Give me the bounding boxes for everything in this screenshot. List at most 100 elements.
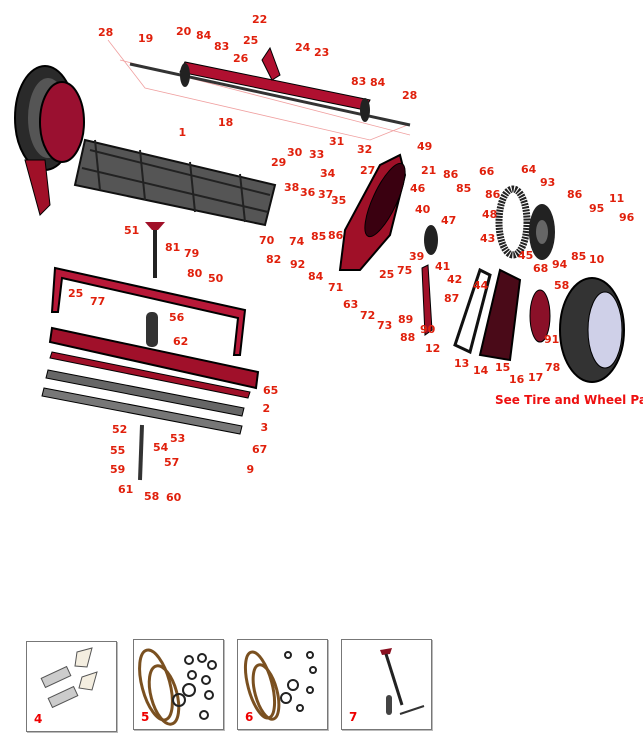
callout-75[interactable]: 75 — [397, 264, 413, 277]
callout-18[interactable]: 18 — [218, 116, 234, 129]
callout-11[interactable]: 11 — [609, 192, 625, 205]
callout-96[interactable]: 96 — [619, 211, 635, 224]
inset-kit-7[interactable]: 7 — [341, 639, 432, 730]
callout-23[interactable]: 23 — [314, 46, 330, 59]
callout-74[interactable]: 74 — [289, 235, 305, 248]
callout-83[interactable]: 83 — [214, 40, 230, 53]
callout-65[interactable]: 65 — [263, 384, 279, 397]
callout-57[interactable]: 57 — [164, 456, 180, 469]
callout-85[interactable]: 85 — [311, 230, 327, 243]
callout-14[interactable]: 14 — [473, 364, 489, 377]
callout-30[interactable]: 30 — [287, 146, 303, 159]
callout-67[interactable]: 67 — [252, 443, 268, 456]
callout-89[interactable]: 89 — [398, 313, 414, 326]
callout-22[interactable]: 22 — [252, 13, 268, 26]
callout-17[interactable]: 17 — [528, 371, 544, 384]
callout-58[interactable]: 58 — [144, 490, 160, 503]
callout-68[interactable]: 68 — [533, 262, 549, 275]
callout-87[interactable]: 87 — [444, 292, 460, 305]
callout-63[interactable]: 63 — [343, 298, 359, 311]
callout-55[interactable]: 55 — [110, 444, 126, 457]
callout-84[interactable]: 84 — [370, 76, 386, 89]
callout-29[interactable]: 29 — [271, 156, 287, 169]
callout-37[interactable]: 37 — [318, 188, 334, 201]
callout-9[interactable]: 9 — [246, 463, 255, 476]
callout-53[interactable]: 53 — [170, 432, 186, 445]
callout-50[interactable]: 50 — [208, 272, 224, 285]
callout-90[interactable]: 90 — [420, 323, 436, 336]
inset-kit-4[interactable]: 4 — [26, 641, 117, 732]
see-tire-and-wheel-parts-link[interactable]: See Tire and Wheel Parts — [495, 393, 643, 407]
callout-40[interactable]: 40 — [415, 203, 431, 216]
callout-32[interactable]: 32 — [357, 143, 373, 156]
callout-25[interactable]: 25 — [379, 268, 395, 281]
callout-86[interactable]: 86 — [328, 229, 344, 242]
callout-39[interactable]: 39 — [409, 250, 425, 263]
callout-1[interactable]: 1 — [178, 126, 187, 139]
callout-64[interactable]: 64 — [521, 163, 537, 176]
callout-25[interactable]: 25 — [243, 34, 259, 47]
callout-36[interactable]: 36 — [300, 186, 316, 199]
callout-19[interactable]: 19 — [138, 32, 154, 45]
callout-20[interactable]: 20 — [176, 25, 192, 38]
callout-15[interactable]: 15 — [495, 361, 511, 374]
callout-88[interactable]: 88 — [400, 331, 416, 344]
callout-85[interactable]: 85 — [571, 250, 587, 263]
inset-kit-5[interactable]: 5 — [133, 639, 224, 730]
callout-86[interactable]: 86 — [485, 188, 501, 201]
callout-84[interactable]: 84 — [308, 270, 324, 283]
callout-93[interactable]: 93 — [540, 176, 556, 189]
callout-60[interactable]: 60 — [166, 491, 182, 504]
callout-28[interactable]: 28 — [98, 26, 114, 39]
callout-86[interactable]: 86 — [443, 168, 459, 181]
callout-31[interactable]: 31 — [329, 135, 345, 148]
callout-61[interactable]: 61 — [118, 483, 134, 496]
callout-56[interactable]: 56 — [169, 311, 185, 324]
callout-42[interactable]: 42 — [447, 273, 463, 286]
callout-49[interactable]: 49 — [417, 140, 433, 153]
callout-71[interactable]: 71 — [328, 281, 344, 294]
callout-62[interactable]: 62 — [173, 335, 189, 348]
callout-77[interactable]: 77 — [90, 295, 106, 308]
callout-26[interactable]: 26 — [233, 52, 249, 65]
callout-21[interactable]: 21 — [421, 164, 437, 177]
callout-46[interactable]: 46 — [410, 182, 426, 195]
callout-79[interactable]: 79 — [184, 247, 200, 260]
callout-47[interactable]: 47 — [441, 214, 457, 227]
callout-58[interactable]: 58 — [554, 279, 570, 292]
callout-82[interactable]: 82 — [266, 253, 282, 266]
callout-73[interactable]: 73 — [377, 319, 393, 332]
callout-28[interactable]: 28 — [402, 89, 418, 102]
callout-13[interactable]: 13 — [454, 357, 470, 370]
callout-38[interactable]: 38 — [284, 181, 300, 194]
callout-44[interactable]: 44 — [473, 279, 489, 292]
callout-24[interactable]: 24 — [295, 41, 311, 54]
callout-34[interactable]: 34 — [320, 167, 336, 180]
callout-45[interactable]: 45 — [518, 249, 534, 262]
callout-66[interactable]: 66 — [479, 165, 495, 178]
callout-92[interactable]: 92 — [290, 258, 306, 271]
callout-35[interactable]: 35 — [331, 194, 347, 207]
callout-27[interactable]: 27 — [360, 164, 376, 177]
callout-85[interactable]: 85 — [456, 182, 472, 195]
callout-83[interactable]: 83 — [351, 75, 367, 88]
callout-81[interactable]: 81 — [165, 241, 181, 254]
callout-33[interactable]: 33 — [309, 148, 325, 161]
callout-78[interactable]: 78 — [545, 361, 561, 374]
callout-70[interactable]: 70 — [259, 234, 275, 247]
callout-2[interactable]: 2 — [262, 402, 271, 415]
callout-3[interactable]: 3 — [260, 421, 269, 434]
callout-52[interactable]: 52 — [112, 423, 128, 436]
callout-43[interactable]: 43 — [480, 232, 496, 245]
callout-25[interactable]: 25 — [68, 287, 84, 300]
callout-10[interactable]: 10 — [589, 253, 605, 266]
callout-84[interactable]: 84 — [196, 29, 212, 42]
inset-kit-6[interactable]: 6 — [237, 639, 328, 730]
callout-48[interactable]: 48 — [482, 208, 498, 221]
callout-80[interactable]: 80 — [187, 267, 203, 280]
callout-41[interactable]: 41 — [435, 260, 451, 273]
callout-16[interactable]: 16 — [509, 373, 525, 386]
callout-86[interactable]: 86 — [567, 188, 583, 201]
callout-72[interactable]: 72 — [360, 309, 376, 322]
callout-51[interactable]: 51 — [124, 224, 140, 237]
